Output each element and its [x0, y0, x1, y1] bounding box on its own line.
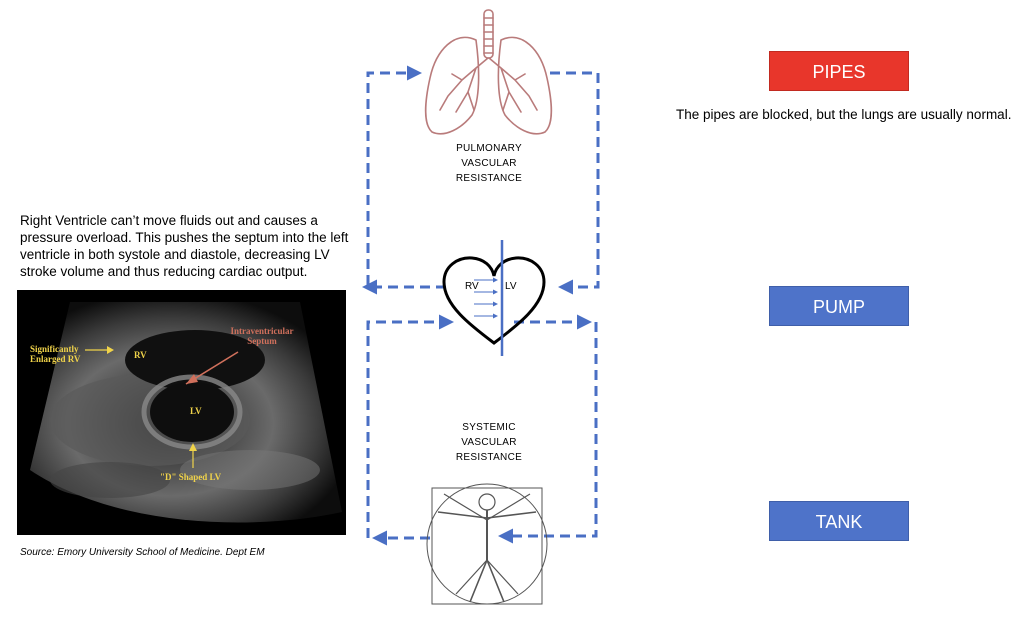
systemic-right-pipe — [498, 322, 598, 544]
echo-rv-label: RV — [134, 350, 147, 360]
pulmonary-right-pipe — [550, 71, 600, 295]
heart-rv-label: RV — [465, 281, 479, 292]
heart-icon — [442, 240, 546, 356]
pipes-note: The pipes are blocked, but the lungs are… — [676, 107, 1012, 122]
echo-d-shaped-label: "D" Shaped LV — [160, 472, 222, 482]
circulation-arrows — [362, 65, 600, 546]
septum-push-arrows — [474, 277, 498, 319]
pulmonary-resistance-label: PULMONARY VASCULAR RESISTANCE — [455, 143, 523, 184]
source-citation: Source: Emory University School of Medic… — [20, 547, 265, 558]
vitruvian-man-icon — [426, 483, 548, 605]
pulmonary-left-pipe — [366, 65, 422, 285]
systemic-left-pipe — [366, 314, 454, 538]
echo-septum-label: Intraventricular Septum — [230, 326, 294, 346]
systemic-resistance-label: SYSTEMIC VASCULAR RESISTANCE — [455, 422, 523, 463]
heart-lv-label: LV — [505, 281, 517, 292]
tank-box: TANK — [769, 501, 909, 541]
echo-lv-label: LV — [190, 406, 202, 416]
rv-description: Right Ventricle can’t move fluids out an… — [20, 213, 349, 279]
pipes-box: PIPES — [769, 51, 909, 91]
pump-box: PUMP — [769, 286, 909, 326]
lungs-icon — [424, 9, 553, 135]
echo-enlarged-rv-label: Significantly Enlarged RV — [30, 344, 81, 364]
echocardiogram-image — [17, 290, 346, 535]
